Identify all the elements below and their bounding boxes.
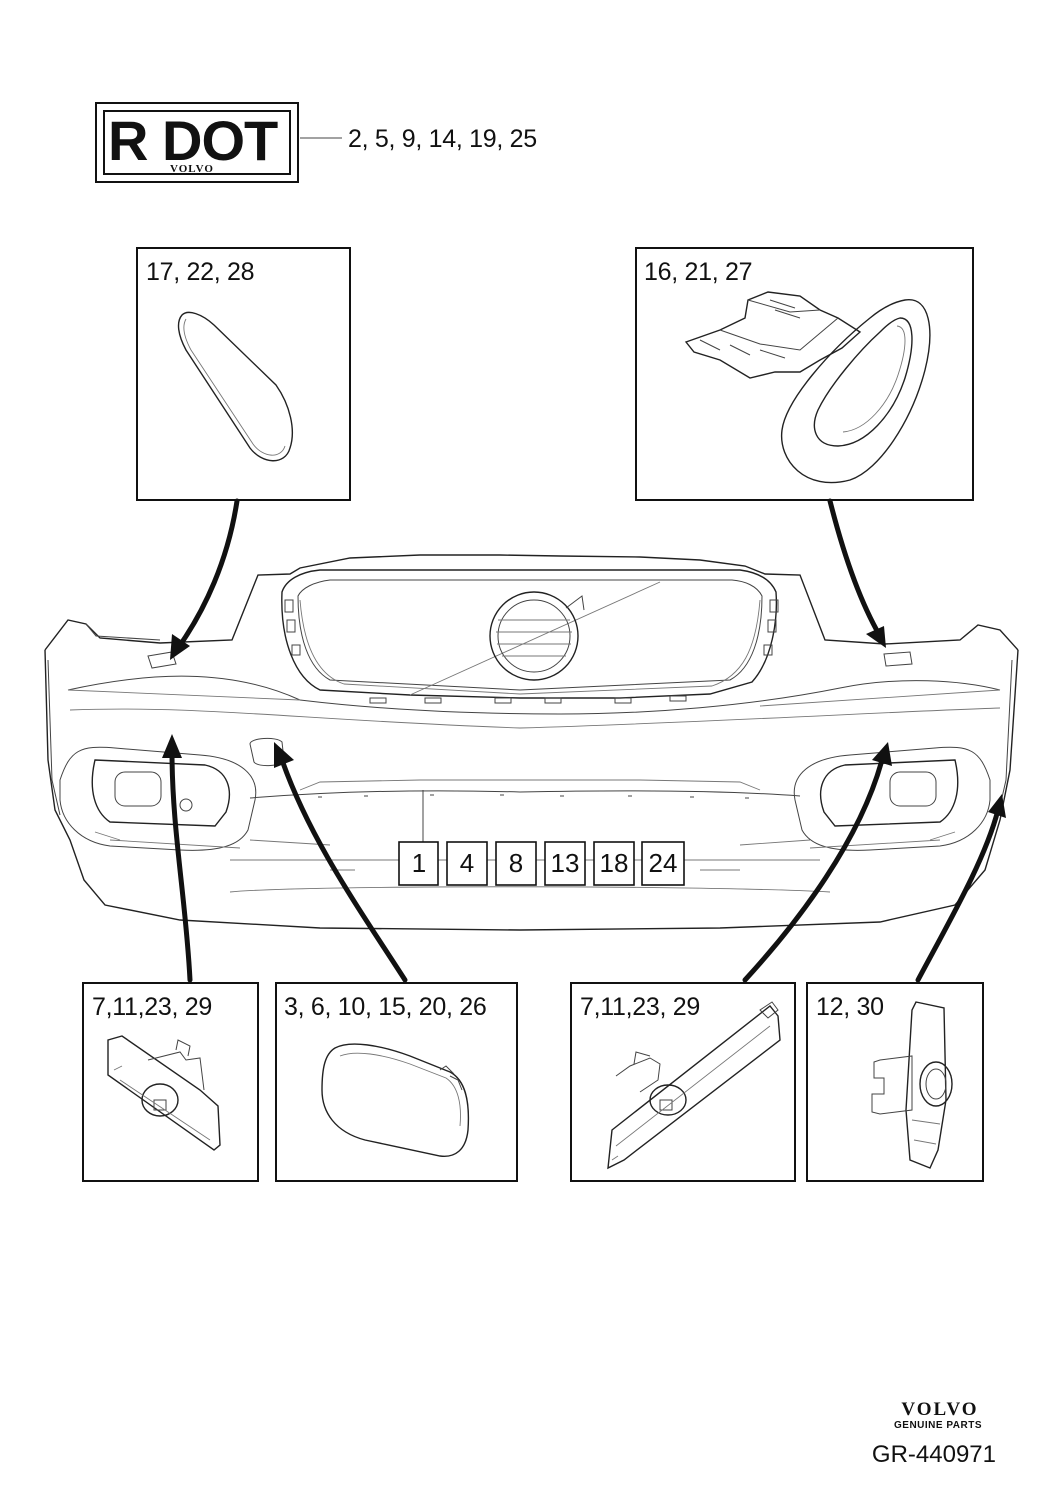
callout-top-left: 17, 22, 28 [146, 258, 254, 286]
part-number-5: 18 [600, 848, 629, 878]
part-number-4: 13 [551, 848, 580, 878]
genuine-parts-label: GENUINE PARTS [894, 1420, 982, 1431]
callout-bottom-3: 7,11,23, 29 [580, 993, 700, 1021]
part-number-6: 24 [649, 848, 678, 878]
detail-box-bottom-1: 7,11,23, 29 [82, 982, 259, 1182]
front-bumper-illustration [44, 554, 1019, 931]
washer-cover-ring-part [780, 299, 931, 484]
sensor-bracket-right-part [607, 1005, 781, 1170]
tow-hook-cover-part [321, 1043, 470, 1157]
detail-box-bottom-3: 7,11,23, 29 [570, 982, 796, 1182]
part-box-2 [446, 841, 488, 886]
washer-cover-part [177, 311, 293, 462]
pointer-arrows [162, 498, 1006, 983]
callout-bottom-2: 3, 6, 10, 15, 20, 26 [284, 993, 487, 1021]
sensor-bracket-left-part [107, 1035, 221, 1151]
detail-box-bottom-4: 12, 30 [806, 982, 984, 1182]
washer-bracket-part [684, 291, 862, 379]
rdot-logo-text: R DOT [108, 109, 278, 172]
footer: VOLVO GENUINE PARTS GR-440971 [872, 1399, 996, 1468]
arrow-bottom-4 [915, 807, 1001, 983]
part-box-1 [398, 841, 439, 886]
arrow-bottom-1 [169, 749, 193, 983]
detail-box-top-left: 17, 22, 28 [136, 247, 351, 501]
callout-bottom-4: 12, 30 [816, 993, 884, 1021]
diagram-reference-number: GR-440971 [872, 1441, 996, 1468]
rdot-logo: R DOT VOLVO [95, 102, 299, 183]
detail-box-bottom-2: 3, 6, 10, 15, 20, 26 [275, 982, 518, 1182]
part-box-5 [593, 841, 635, 886]
arrow-top-right [827, 498, 883, 639]
arrow-bottom-2 [279, 757, 408, 983]
part-number-2: 4 [460, 848, 474, 878]
volvo-brand-logo: VOLVO [901, 1399, 978, 1420]
callout-top-right: 16, 21, 27 [644, 258, 752, 286]
part-box-6 [641, 841, 685, 886]
part-number-3: 8 [509, 848, 523, 878]
part-number-1: 1 [412, 848, 426, 878]
part-number-boxes: 1 4 8 13 18 24 [398, 841, 685, 886]
arrow-top-left [175, 498, 240, 651]
part-box-4 [544, 841, 586, 886]
detail-box-top-right: 16, 21, 27 [635, 247, 974, 501]
rdot-logo-subtext: VOLVO [170, 163, 214, 175]
part-box-3 [495, 841, 537, 886]
callout-bottom-1: 7,11,23, 29 [92, 993, 212, 1021]
sensor-holder-part [905, 1001, 947, 1169]
arrow-bottom-3 [742, 757, 885, 983]
rdot-callout: 2, 5, 9, 14, 19, 25 [348, 125, 537, 153]
